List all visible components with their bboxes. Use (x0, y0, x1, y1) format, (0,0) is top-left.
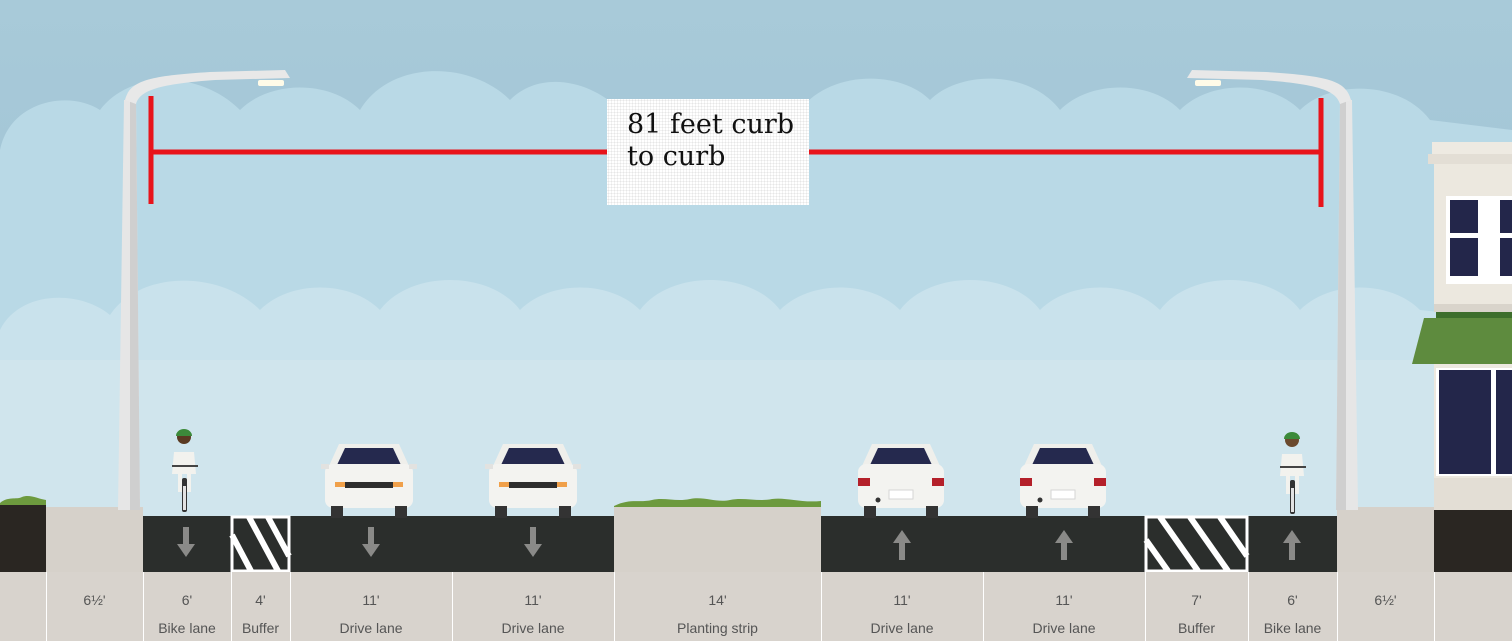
buffer-hatch-left (229, 515, 292, 573)
curb-to-curb-callout: 81 feet curb to curb (607, 99, 809, 205)
segment-label (1434, 572, 1512, 641)
segment-divider (821, 572, 822, 641)
roadway-east (821, 516, 1337, 572)
label-bar (0, 572, 1512, 641)
segment-divider (983, 572, 984, 641)
segment-label: 11'Drive lane (1032, 592, 1096, 636)
left-edge-ground (0, 503, 46, 572)
lane-arrows (177, 527, 1301, 560)
car-rear-2 (1020, 444, 1106, 518)
callout-line-2: to curb (627, 141, 726, 172)
callout-line-1: 81 feet curb (627, 109, 795, 140)
segment-label: 6½' (1374, 592, 1397, 608)
segment-divider (614, 572, 615, 641)
segment-label: 7'Buffer (1177, 592, 1216, 636)
segment-divider (290, 572, 291, 641)
segment-divider (1434, 572, 1435, 641)
segment-label: 4'Buffer (241, 592, 280, 636)
left-sidewalk (46, 507, 143, 572)
car-front-2 (485, 444, 581, 518)
car-front-1 (321, 444, 417, 518)
segment-divider (1248, 572, 1249, 641)
building (1412, 142, 1512, 510)
segment-divider (143, 572, 144, 641)
left-edge-grass (0, 496, 46, 505)
arrow-up-icon (1283, 530, 1301, 560)
segment-labels: 6½' 6'Bike lane 4'Buffer 11'Drive lane 1… (0, 572, 1512, 641)
right-sidewalk (1337, 507, 1434, 572)
awning (1412, 318, 1512, 364)
car-rear-1 (858, 444, 944, 518)
segment-divider (1337, 572, 1338, 641)
segment-divider (452, 572, 453, 641)
segment-label: 11'Drive lane (501, 592, 565, 636)
segment-label (0, 572, 46, 641)
segment-divider (1145, 572, 1146, 641)
clouds-haze (0, 360, 1512, 520)
arrow-down-icon (524, 527, 542, 557)
planting-strip (614, 506, 821, 572)
right-edge-ground (1434, 510, 1512, 572)
segment-label: 11'Drive lane (870, 592, 934, 636)
segment-divider (46, 572, 47, 641)
street-light-left (118, 70, 290, 510)
arrow-down-icon (362, 527, 380, 557)
arrow-up-icon (893, 530, 911, 560)
planting-strip-grass (614, 498, 821, 507)
arrow-up-icon (1055, 530, 1073, 560)
segment-label: 14'Planting strip (677, 592, 758, 636)
segment-divider (231, 572, 232, 641)
cyclist-left (172, 429, 198, 512)
segment-label: 11'Drive lane (339, 592, 403, 636)
segment-label: 6'Bike lane (1263, 592, 1322, 636)
cyclist-right (1280, 432, 1306, 514)
buffer-hatch-right (1143, 515, 1250, 573)
street-light-right (1187, 70, 1358, 510)
arrow-down-icon (177, 527, 195, 557)
segment-label: 6½' (83, 592, 106, 608)
segment-label: 6'Bike lane (158, 592, 216, 636)
